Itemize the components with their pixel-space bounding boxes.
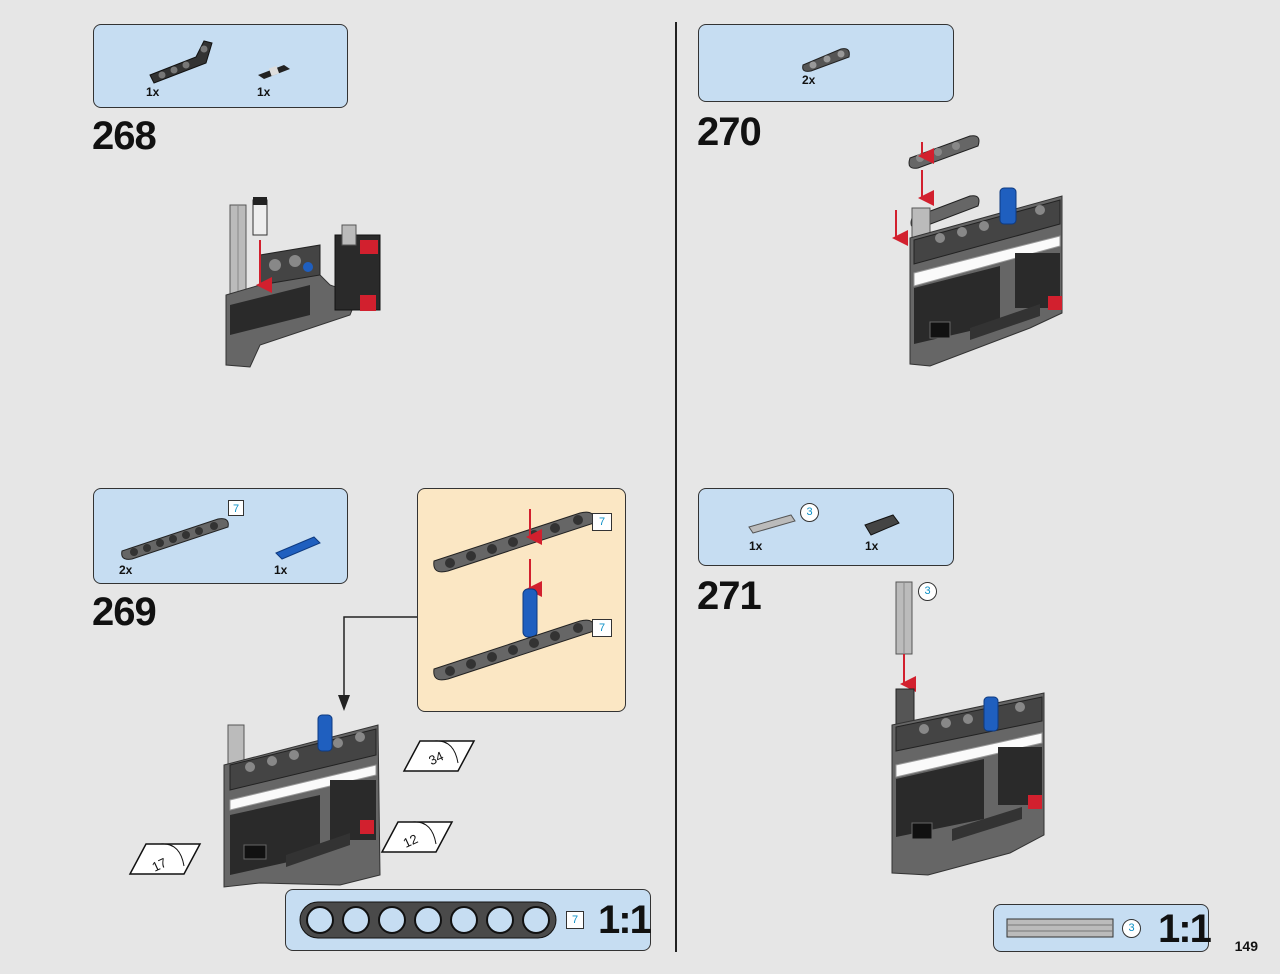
length-badge: 7 (566, 911, 584, 929)
part-qty: 1x (257, 85, 271, 99)
page-divider (675, 22, 677, 952)
part-qty: 1x (274, 563, 288, 577)
scale-label: 1:1 (1158, 907, 1212, 951)
parts-box-271: 3 1x 1x (698, 488, 954, 566)
step-number-269: 269 (92, 590, 157, 634)
beam-3-icon (802, 48, 850, 72)
pin-icon (258, 65, 290, 79)
length-badge: 3 (800, 503, 819, 522)
page-number: 149 (1234, 938, 1258, 954)
scale-box-271: 3 1:1 (993, 904, 1212, 952)
sticker-number: 17 (150, 855, 169, 875)
axle-3-icon (748, 514, 796, 534)
scale-box-269: 7 1:1 (285, 889, 652, 951)
beam-7-scale-icon (299, 901, 557, 939)
part-qty: 2x (802, 73, 816, 87)
step-number-268: 268 (92, 114, 157, 158)
assembly-270 (892, 135, 1063, 367)
part-qty: 1x (146, 85, 160, 99)
sticker-number: 12 (401, 831, 420, 851)
part-qty: 2x (119, 563, 133, 577)
step-number-271: 271 (697, 574, 762, 618)
bent-beam-icon (149, 40, 213, 84)
length-badge: 3 (1122, 919, 1141, 938)
sticker-12: 12 (380, 821, 454, 853)
axle-271 (895, 581, 916, 692)
scale-label: 1:1 (598, 898, 652, 942)
callout-269: 7 7 (417, 488, 626, 712)
callout-connector (338, 616, 417, 711)
callout-beam-bottom (433, 619, 595, 681)
step-number-270: 270 (697, 110, 762, 154)
length-badge: 7 (592, 513, 612, 531)
sticker-number: 34 (426, 748, 445, 768)
parts-box-268: 1x 1x (93, 24, 348, 108)
parts-box-269: 7 2x 1x (93, 488, 348, 584)
part-qty: 1x (749, 539, 763, 553)
assembly-268 (225, 197, 381, 368)
length-badge: 7 (592, 619, 612, 637)
parts-box-270: 2x (698, 24, 954, 102)
bush-icon (864, 514, 900, 536)
beam-7-icon (121, 518, 229, 560)
sticker-34: 34 (402, 740, 476, 772)
assembly-271 (891, 688, 1045, 876)
length-badge: 3 (918, 582, 937, 601)
part-qty: 1x (865, 539, 879, 553)
length-badge: 7 (228, 500, 244, 516)
axle-pin-icon (275, 536, 321, 560)
axle-3-scale-icon (1006, 918, 1114, 938)
assembly-269 (223, 714, 381, 888)
sticker-17: 17 (128, 843, 202, 875)
